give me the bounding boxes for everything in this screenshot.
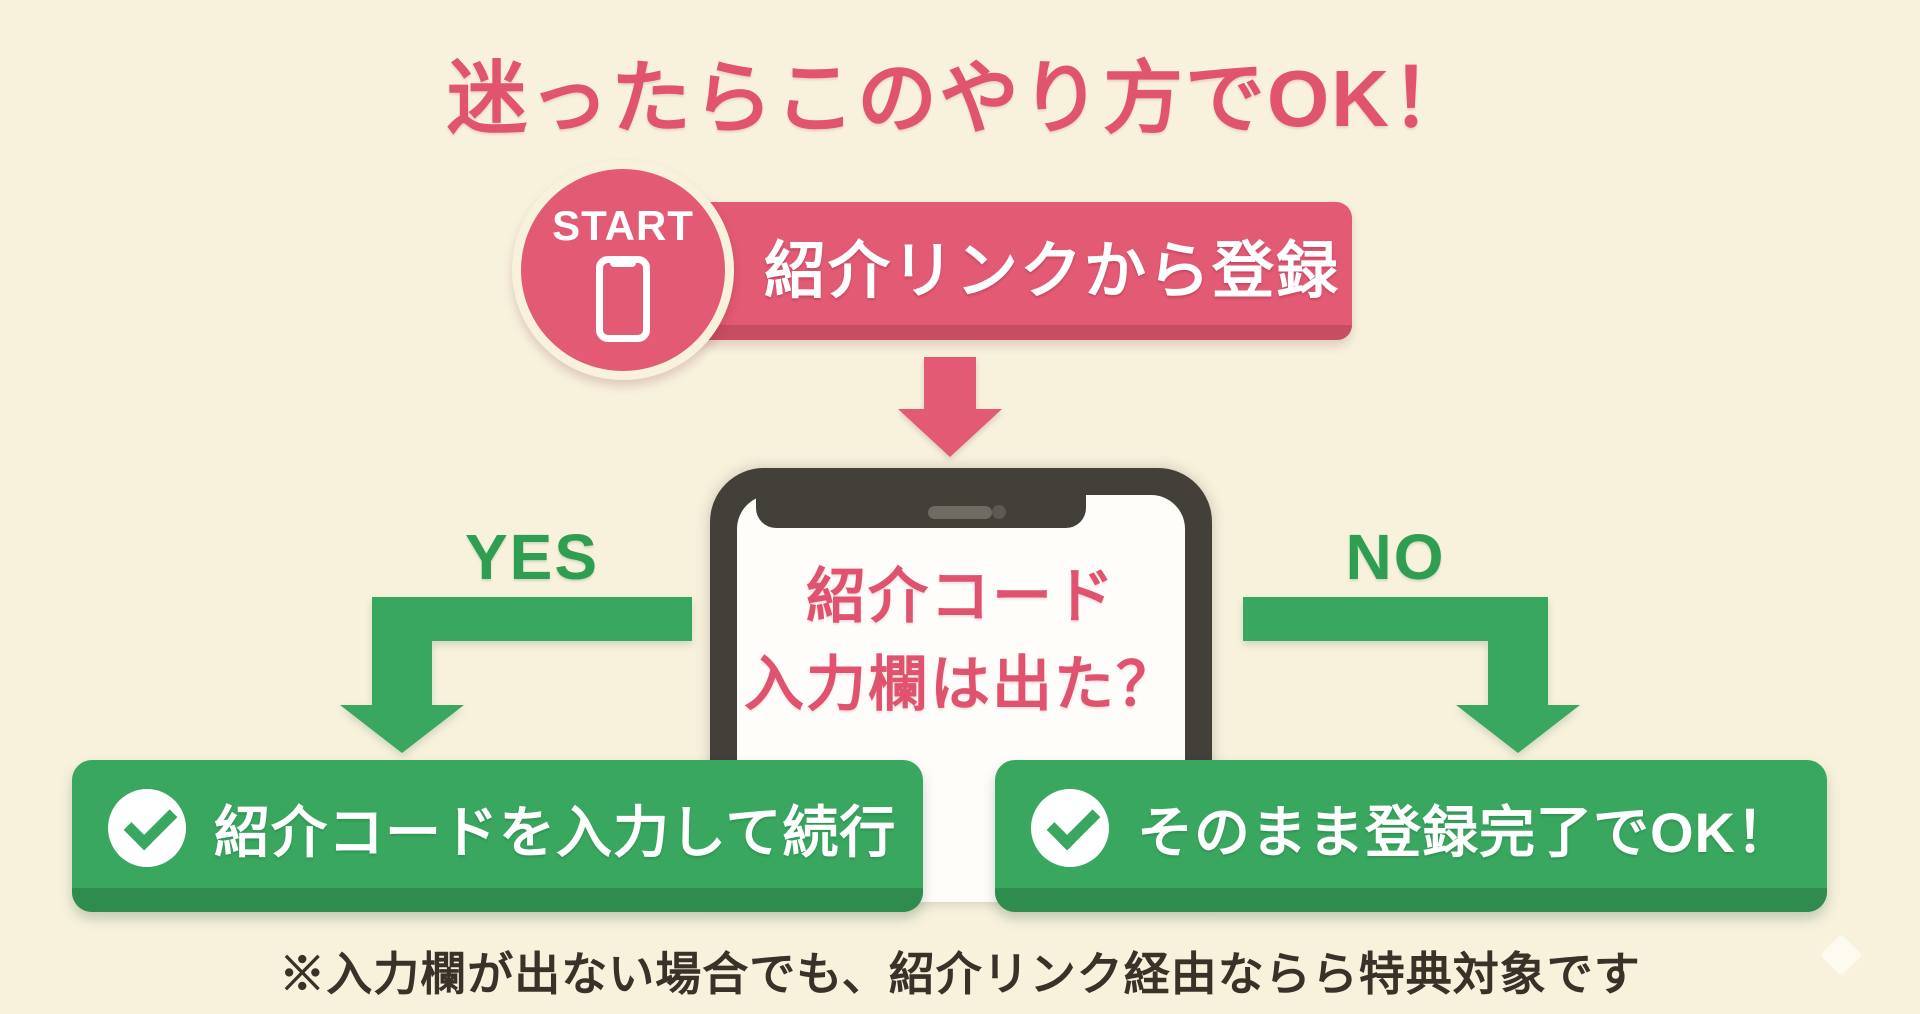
down-arrow-icon <box>898 357 1002 457</box>
no-result-box-bottom-edge <box>995 888 1827 912</box>
phone-speaker-icon <box>928 506 992 519</box>
no-result-text: そのまま登録完了でOK！ <box>1137 800 1793 864</box>
start-banner: 紹介リンクから登録 <box>612 202 1352 340</box>
start-badge: START <box>512 160 734 380</box>
yes-result-text: 紹介コードを入力して続行 <box>214 800 897 864</box>
no-arrow-stem <box>1488 639 1548 705</box>
yes-result-box-bottom-edge <box>72 888 923 912</box>
phone-camera-icon <box>992 505 1006 519</box>
start-banner-bottom-edge <box>612 325 1352 340</box>
yes-arrow-stem <box>372 639 432 705</box>
start-banner-label: 紹介リンクから登録 <box>763 237 1340 306</box>
start-badge-label: START <box>552 202 694 249</box>
yes-result-box: 紹介コードを入力して続行 <box>72 760 923 912</box>
yes-result-content: 紹介コードを入力して続行 <box>108 760 913 896</box>
phone-notch <box>756 495 1086 528</box>
no-arrow-bar <box>1243 597 1548 641</box>
no-branch-label: NO <box>1345 521 1446 593</box>
decision-question-line2: 入力欄は出た？ <box>744 651 1178 718</box>
decision-question-line1: 紹介コード <box>806 563 1116 630</box>
check-circle-icon <box>1031 789 1109 867</box>
decision-question: 紹介コード 入力欄は出た？ <box>737 553 1185 729</box>
no-elbow-arrow-icon <box>1243 597 1580 753</box>
yes-branch-label: YES <box>464 521 600 593</box>
check-circle-icon <box>108 789 186 867</box>
yes-elbow-arrow-icon <box>340 597 692 753</box>
smartphone-icon <box>596 256 650 342</box>
page-title: 迷ったらこのやり方でOK！ <box>447 54 1473 143</box>
down-arrow-head <box>898 409 1002 457</box>
down-arrow-stem <box>924 357 976 410</box>
no-result-box: そのまま登録完了でOK！ <box>995 760 1827 912</box>
no-arrow-head <box>1456 705 1580 753</box>
yes-arrow-head <box>340 705 464 753</box>
footnote: ※入力欄が出ない場合でも、紹介リンク経由ならら特典対象です <box>279 948 1641 1000</box>
no-result-content: そのまま登録完了でOK！ <box>1031 760 1817 896</box>
yes-arrow-bar <box>372 597 692 641</box>
